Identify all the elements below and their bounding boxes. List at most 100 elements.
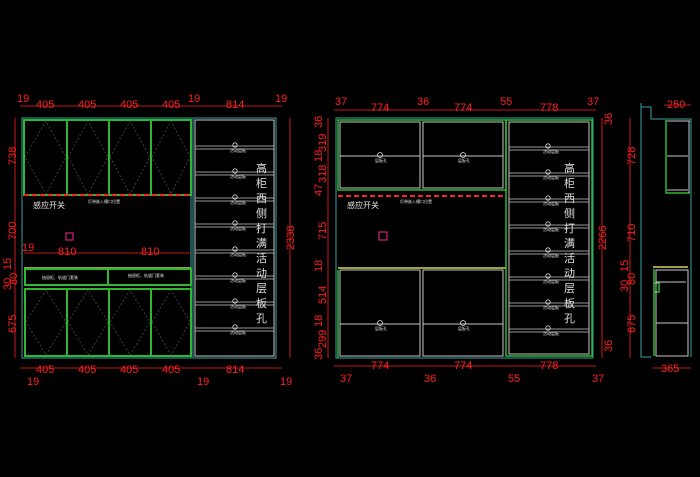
left-dimension-lines [14, 105, 291, 369]
side-note-char: 层 [564, 282, 575, 295]
dim-label: 80 [626, 273, 638, 285]
dim-label: 405 [162, 364, 180, 376]
dim-label: 710 [626, 224, 638, 242]
upper-side-frame [665, 120, 690, 194]
dim-label: 405 [36, 99, 54, 111]
dim-label: 810 [58, 246, 76, 258]
shelf-hole-icon [460, 152, 466, 158]
dim-label: 55 [500, 96, 512, 108]
dim-label: 37 [587, 96, 599, 108]
dim-label: 80 [8, 273, 20, 285]
left-upper-door-swings [24, 120, 191, 195]
side-note-char: 西 [564, 192, 575, 205]
dim-label: 405 [78, 99, 96, 111]
dim-label: 36 [603, 113, 615, 125]
side-note-char: 打 [564, 221, 575, 235]
side-note-char: 动 [256, 267, 267, 280]
dim-label: 37 [340, 373, 352, 385]
dim-label: 19 [197, 376, 209, 388]
dim-label: 2338 [285, 226, 297, 250]
shelf-hole-icon [232, 220, 238, 226]
dim-label: 774 [371, 360, 389, 372]
dim-label: 250 [667, 99, 685, 111]
hole-label: 活动层板 [543, 148, 559, 154]
dim-label: 675 [7, 315, 19, 333]
hole-label: 活动层板 [230, 147, 246, 153]
hole-label: 活动层板 [543, 226, 559, 232]
hole-label: 活动层板 [230, 329, 246, 335]
side-note-char: 西 [256, 192, 267, 205]
side-note-char: 满 [564, 237, 575, 250]
shelf-hole-icon [232, 272, 238, 278]
light-note: 灯带嵌入槽口位置 [88, 198, 120, 204]
side-note-char: 活 [256, 252, 267, 265]
middle-elevation: 层板孔 层板孔 感应开关 灯带嵌入槽口位置 层板孔 层板孔 活动层板活动层板活动… [313, 96, 615, 385]
hole-label: 活动层板 [543, 174, 559, 180]
middle-upper-frame [337, 119, 507, 191]
dim-label: 19 [188, 93, 200, 105]
sensor-switch-label: 感应开关 [33, 200, 65, 210]
hole-label: 层板孔 [375, 157, 387, 163]
shelf-hole-icon [545, 273, 551, 279]
middle-tall-cabinet-inner [508, 121, 590, 355]
side-note-char: 高 [564, 161, 575, 175]
middle-upper-cabinets [339, 121, 504, 189]
dim-label: 19 [17, 93, 29, 105]
side-note-char: 满 [256, 237, 267, 250]
sensor-icon [378, 231, 388, 241]
dim-label: 18 [313, 260, 325, 272]
hole-label: 层板孔 [458, 325, 470, 331]
hole-label: 活动层板 [543, 330, 559, 336]
shelf-hole-icon [545, 247, 551, 253]
dim-label: 36 [313, 348, 325, 360]
dim-label: 774 [454, 360, 472, 372]
left-cabinet-outline [21, 117, 192, 359]
shelf-hole-icon [545, 195, 551, 201]
side-note-char: 孔 [564, 312, 575, 325]
dim-label: 19 [275, 93, 287, 105]
dim-label: 47 [313, 184, 325, 196]
drawer-note: 抽屉柜、轨道门套装 [128, 272, 164, 278]
side-note-char: 高 [256, 161, 267, 175]
drawer-note: 抽屉柜、轨道门套装 [42, 274, 78, 280]
dim-label: 728 [626, 147, 638, 165]
dim-label: 18 [313, 150, 325, 162]
dim-label: 405 [120, 364, 138, 376]
dim-label: 36 [603, 340, 615, 352]
left-drawers [24, 268, 192, 286]
left-lower-doors [24, 288, 192, 357]
dim-label: 36 [313, 116, 325, 128]
dim-label: 36 [424, 373, 436, 385]
shelf-hole-icon [545, 325, 551, 331]
dim-label: 778 [540, 102, 558, 114]
side-outline [641, 106, 692, 357]
shelf-hole-icon [545, 143, 551, 149]
side-note-char: 打 [256, 221, 267, 235]
dim-label: 814 [226, 364, 244, 376]
dim-label: 715 [317, 222, 329, 240]
side-note-char: 柜 [256, 177, 267, 190]
dim-label: 514 [317, 286, 329, 304]
dim-label: 37 [335, 96, 347, 108]
dim-label: 30 [2, 278, 14, 290]
dim-label: 810 [141, 246, 159, 258]
hole-label: 活动层板 [230, 303, 246, 309]
dim-label: 19 [280, 376, 292, 388]
hole-label: 活动层板 [230, 251, 246, 257]
shelf-hole-icon [545, 169, 551, 175]
dim-label: 15 [619, 260, 631, 272]
hole-label: 层板孔 [375, 325, 387, 331]
middle-dimension-lines [327, 109, 603, 367]
side-note-char: 板 [564, 296, 575, 310]
hole-label: 活动层板 [543, 304, 559, 310]
dim-label: 19 [22, 242, 34, 254]
dim-label: 299 [317, 330, 329, 348]
sensor-icon [65, 232, 74, 241]
dim-label: 405 [120, 99, 138, 111]
hole-label: 活动层板 [230, 173, 246, 179]
tall-cabinet-outline [192, 117, 277, 359]
side-note-char: 板 [256, 296, 267, 310]
side-note-left: 高 柜 西 侧 打 满 活 动 层 板 孔 [256, 161, 267, 325]
side-note-middle: 高 柜 西 侧 打 满 活 动 层 板 孔 [564, 161, 575, 325]
wall-line [640, 103, 651, 358]
